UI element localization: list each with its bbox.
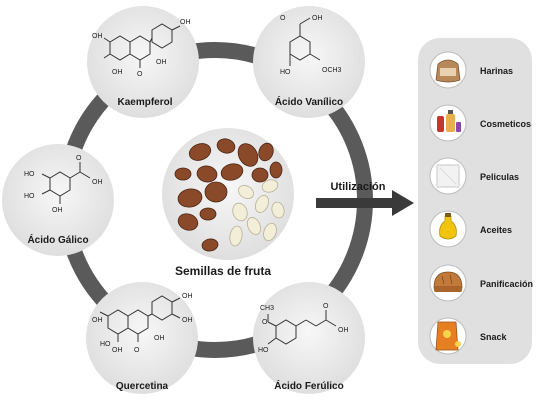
- bread-icon: [433, 271, 463, 292]
- ferulic-group-3: O: [323, 303, 329, 310]
- use-cosmeticos: Cosmeticos: [429, 104, 531, 142]
- ferulic-group-1: CH3: [260, 305, 274, 312]
- compound-ferulic-acid: CH3 O O OH HO Ácido Ferúlico: [253, 282, 365, 394]
- quercetin-group-4: HO: [100, 341, 111, 348]
- ferulic-label: Ácido Ferúlico: [274, 379, 343, 392]
- use-label-panificacion: Panificación: [480, 279, 533, 289]
- quercetin-group-3: OH: [182, 317, 193, 324]
- vanillic-group-1: O: [280, 15, 286, 22]
- use-label-snack: Snack: [480, 332, 508, 342]
- use-snack: Snack: [429, 317, 508, 355]
- compound-gallic-acid: O OH HO HO OH Ácido Gálico: [2, 144, 114, 256]
- quercetin-group-6: OH: [154, 335, 165, 342]
- gallic-group-2: OH: [92, 179, 103, 186]
- oil-bottle-icon: [439, 213, 457, 240]
- flour-sack-icon: [435, 59, 461, 83]
- compound-vanillic-acid: O OH OCH3 HO Ácido Vanílico: [253, 6, 365, 118]
- use-panificacion: Panificación: [429, 264, 533, 302]
- kaempferol-group-3: OH: [156, 59, 167, 66]
- snack-bag-icon: [435, 321, 461, 351]
- gallic-label: Ácido Gálico: [27, 233, 88, 246]
- gallic-group-3: HO: [24, 171, 35, 178]
- utilization-arrow: [316, 190, 414, 216]
- film-sheet-icon: [436, 164, 460, 188]
- use-aceites: Aceites: [429, 210, 512, 248]
- use-label-cosmeticos: Cosmeticos: [480, 119, 531, 129]
- kaempferol-group-5: O: [137, 71, 143, 78]
- use-label-peliculas: Peliculas: [480, 172, 519, 182]
- vanillic-group-4: HO: [280, 69, 291, 76]
- quercetin-label: Quercetina: [116, 381, 169, 392]
- ferulic-group-5: HO: [258, 347, 269, 354]
- arrow-label: Utilización: [330, 181, 385, 193]
- uses-panel: [418, 38, 532, 364]
- cosmetics-bottles-icon: [437, 110, 461, 132]
- kaempferol-label: Kaempferol: [117, 97, 172, 108]
- gallic-group-1: O: [76, 155, 82, 162]
- vanillic-label: Ácido Vanílico: [275, 95, 343, 108]
- center-label: Semillas de fruta: [175, 264, 271, 278]
- gallic-group-4: HO: [24, 193, 35, 200]
- compound-kaempferol: OH OH OH OH O Kaempferol: [87, 6, 199, 118]
- ferulic-group-2: O: [262, 319, 268, 326]
- quercetin-group-1: OH: [92, 317, 103, 324]
- kaempferol-group-4: OH: [112, 69, 123, 76]
- compound-quercetin: OH OH OH HO OH OH O Quercetina: [86, 282, 198, 394]
- vanillic-group-3: OCH3: [322, 67, 342, 74]
- kaempferol-group-1: OH: [92, 33, 103, 40]
- quercetin-group-2: OH: [182, 293, 193, 300]
- quercetin-group-7: O: [134, 347, 140, 354]
- quercetin-group-5: OH: [112, 347, 123, 354]
- ferulic-group-4: OH: [338, 327, 349, 334]
- use-label-aceites: Aceites: [480, 225, 512, 235]
- use-harinas: Harinas: [429, 51, 513, 89]
- fruit-seeds-image: [162, 128, 294, 260]
- vanillic-group-2: OH: [312, 15, 323, 22]
- gallic-group-5: OH: [52, 207, 63, 214]
- use-peliculas: Peliculas: [429, 157, 519, 195]
- kaempferol-group-2: OH: [180, 19, 191, 26]
- use-label-harinas: Harinas: [480, 66, 513, 76]
